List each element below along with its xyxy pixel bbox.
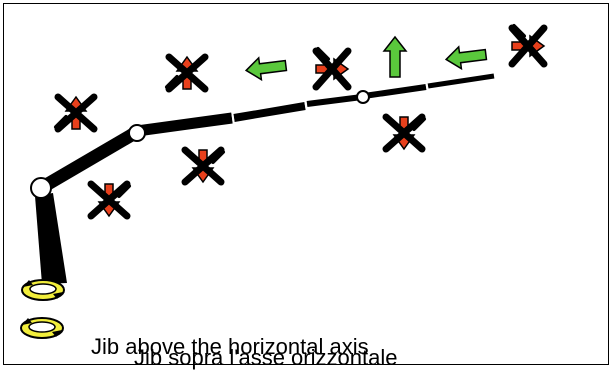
caption-overlap: Jib sopra l'asse orizzontale	[134, 345, 398, 370]
free-move-arrow-icon	[244, 53, 288, 83]
blocked-move-icon	[512, 26, 544, 64]
blocked-move-icon	[386, 117, 424, 149]
caption: Jib above the horizontal axis	[91, 334, 369, 359]
rotation-ring-icon	[20, 317, 64, 339]
blocked-move-icon	[56, 97, 94, 129]
free-move-arrow-icon	[444, 42, 488, 72]
blocked-move-icon	[91, 184, 129, 216]
jib-arm	[37, 73, 495, 194]
pivot-joint-icon	[356, 90, 370, 104]
slide-frame	[3, 3, 609, 365]
rotation-ring-icon	[21, 279, 65, 301]
blocked-move-icon	[316, 49, 348, 87]
mast	[35, 193, 67, 284]
pivot-joint-icon	[30, 177, 52, 199]
blocked-move-icon	[185, 150, 223, 182]
blocked-move-icon	[167, 57, 205, 89]
free-move-arrow-icon	[383, 36, 407, 78]
pivot-joint-icon	[128, 124, 146, 142]
